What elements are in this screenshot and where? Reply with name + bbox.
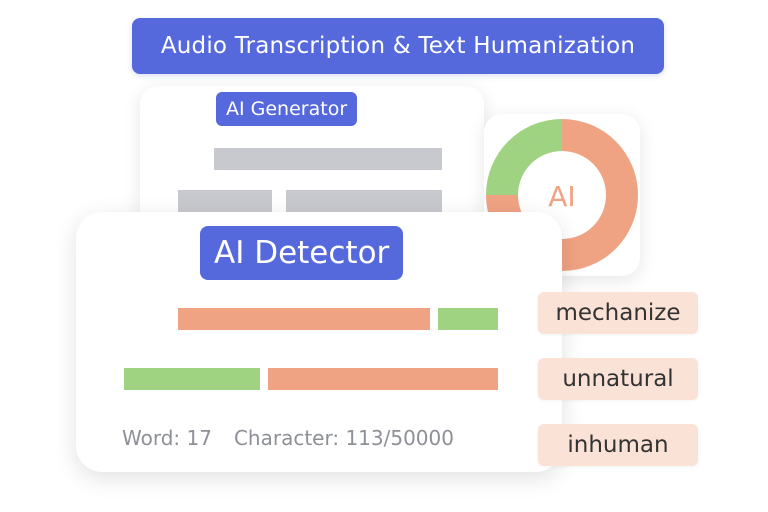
ai-generator-badge: AI Generator xyxy=(216,92,358,126)
tag-label: inhuman xyxy=(567,432,669,458)
human-text-segment xyxy=(124,368,260,390)
human-text-segment xyxy=(438,308,498,330)
ai-text-segment xyxy=(178,308,430,330)
character-count: Character: 113/50000 xyxy=(233,426,454,450)
tag-unnatural: unnatural xyxy=(538,358,698,400)
tag-label: mechanize xyxy=(555,300,681,326)
placeholder-text-bar xyxy=(286,190,442,212)
ai-detector-badge: AI Detector xyxy=(200,226,404,280)
ai-detector-label: AI Detector xyxy=(214,235,390,271)
placeholder-text-bar xyxy=(178,190,272,212)
tag-inhuman: inhuman xyxy=(538,424,698,466)
placeholder-text-bar xyxy=(214,148,442,170)
page-title-banner: Audio Transcription & Text Humanization xyxy=(132,18,664,74)
word-count: Word: 17 xyxy=(122,426,212,450)
tag-label: unnatural xyxy=(562,366,674,392)
ai-generator-label: AI Generator xyxy=(226,98,348,120)
tag-mechanize: mechanize xyxy=(538,292,698,334)
donut-human-segment xyxy=(486,119,562,195)
page-title: Audio Transcription & Text Humanization xyxy=(160,33,636,59)
donut-center-label: AI xyxy=(548,180,575,213)
ai-text-segment xyxy=(268,368,498,390)
text-stats: Word: 17 Character: 113/50000 xyxy=(122,426,454,450)
ai-detector-card: AI Detector Word: 17 Character: 113/50000 xyxy=(76,212,562,472)
